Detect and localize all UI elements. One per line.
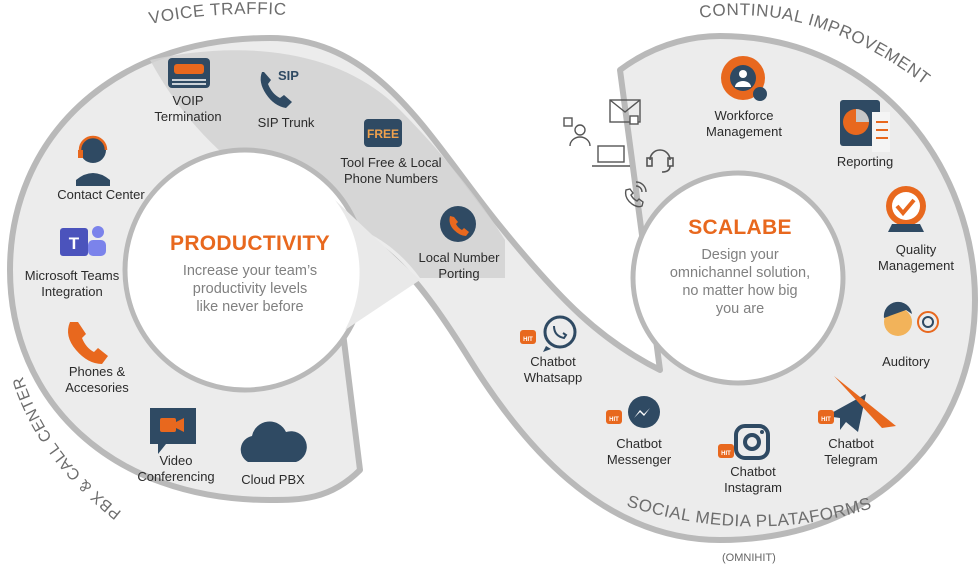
- auditory-person-icon: [883, 301, 939, 336]
- quality-check-icon: [886, 186, 926, 232]
- telegram-icon: HIT: [818, 394, 866, 432]
- microsoft-teams-icon: T: [60, 226, 106, 256]
- scalable-desc: Design your omnichannel solution, no mat…: [669, 247, 811, 317]
- sip-badge: SIP: [278, 68, 299, 83]
- scalable-title: SCALABE: [688, 216, 792, 239]
- svg-text:HIT: HIT: [523, 337, 533, 343]
- video-conference-icon: [150, 408, 196, 454]
- svg-text:FREE: FREE: [367, 127, 399, 141]
- voice-traffic-title: VOICE TRAFFIC: [147, 0, 286, 28]
- instagram-icon: HIT: [718, 424, 770, 460]
- svg-text:T: T: [69, 234, 80, 253]
- right-inner-circle: [630, 170, 846, 386]
- scalable-block: SCALABE Design your omnichannel solution…: [640, 216, 840, 318]
- sip-phone-icon: SIP: [260, 68, 299, 108]
- cloud-icon: [240, 421, 307, 462]
- auditory-label: Auditory: [882, 354, 930, 369]
- band-shadow-segment: [150, 50, 505, 278]
- phones-label: Phones &Accesories: [65, 364, 129, 395]
- productivity-title: PRODUCTIVITY: [170, 232, 330, 255]
- productivity-block: PRODUCTIVITY Increase your team’s produc…: [130, 232, 370, 316]
- porting-phone-icon: [440, 206, 476, 242]
- contact-center-label: Contact Center: [57, 187, 145, 202]
- productivity-desc: Increase your team’s productivity levels…: [182, 263, 318, 315]
- messenger-icon: HIT: [606, 396, 660, 428]
- email-icon: [609, 99, 641, 125]
- headset-icon: [646, 149, 674, 173]
- sip-trunk-label: SIP Trunk: [257, 115, 315, 130]
- left-circle-shadow: [335, 200, 420, 330]
- phone-handset-icon: [68, 322, 108, 364]
- omnihit-label: (OMNIHIT): [722, 552, 776, 564]
- cloud-pbx-label: Cloud PBX: [241, 472, 305, 487]
- flow-arrow-icon: [834, 376, 896, 428]
- phone-ring-icon: [624, 181, 647, 208]
- svg-text:HIT: HIT: [821, 417, 831, 423]
- user-chat-icon: [563, 117, 591, 147]
- reporting-label: Reporting: [836, 154, 894, 169]
- svg-text:HIT: HIT: [609, 417, 619, 423]
- voip-router-icon: [168, 58, 210, 88]
- svg-text:VOICE TRAFFIC: VOICE TRAFFIC: [147, 0, 287, 28]
- svg-text:HIT: HIT: [721, 451, 731, 457]
- workforce-gear-icon: [721, 56, 767, 101]
- reporting-chart-icon: [840, 100, 890, 152]
- whatsapp-icon: HIT: [520, 315, 577, 352]
- agent-headset-icon: [76, 135, 110, 186]
- laptop-icon: [592, 145, 630, 167]
- free-badge-icon: FREE: [364, 119, 402, 147]
